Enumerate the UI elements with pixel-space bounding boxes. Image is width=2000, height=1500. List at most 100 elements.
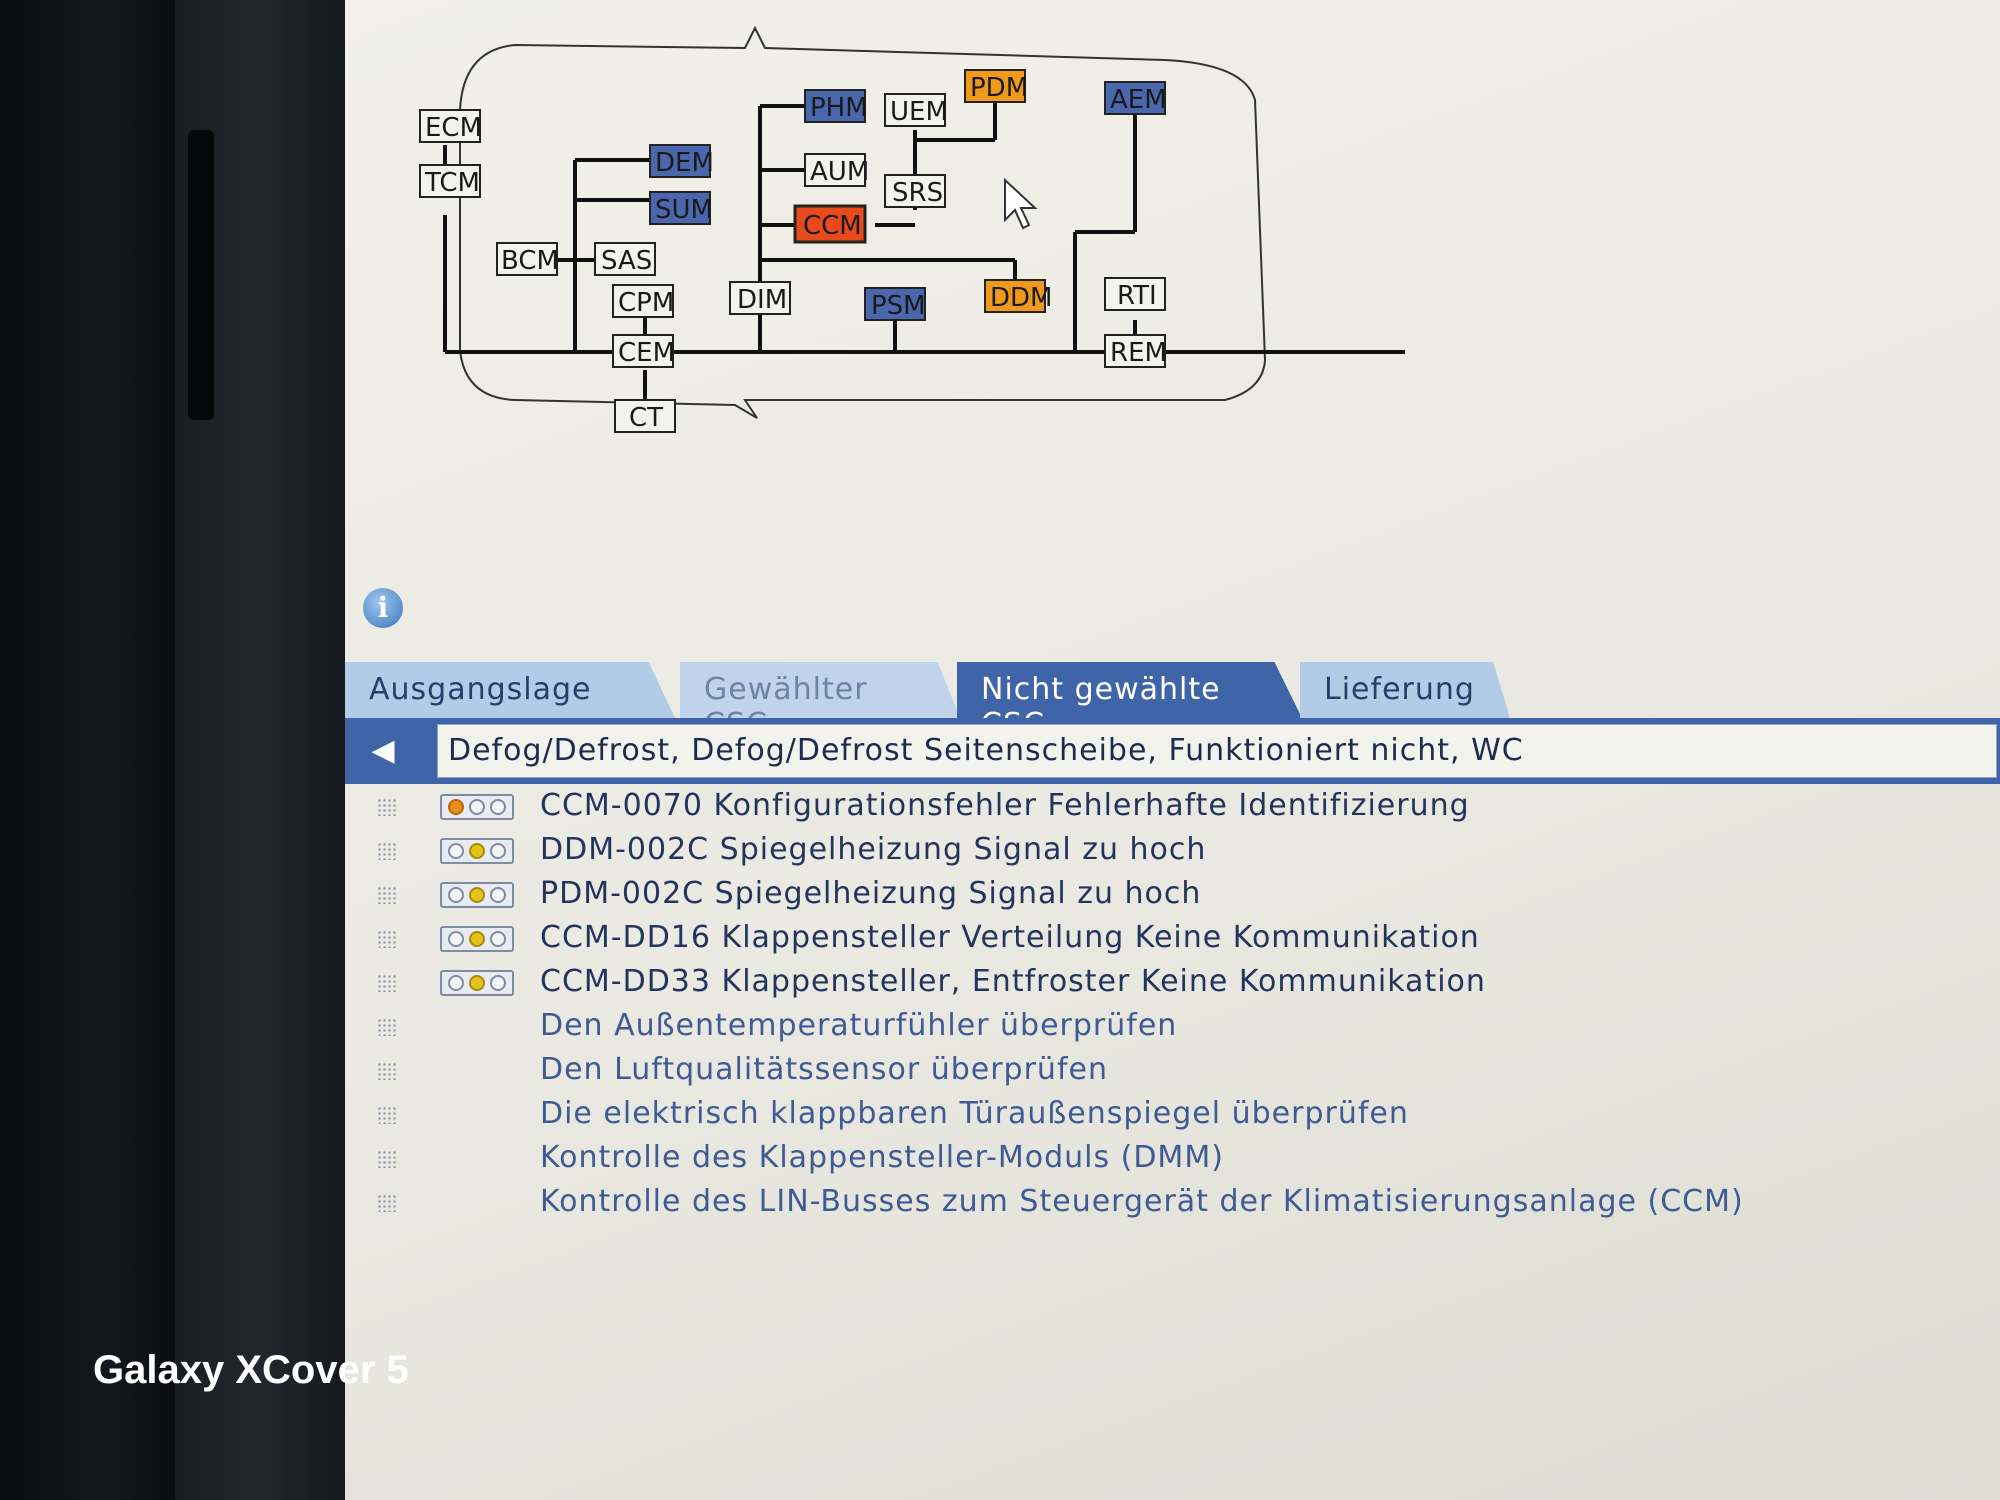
drag-handle-icon[interactable] <box>377 1194 397 1212</box>
tab-lieferung[interactable]: Lieferung <box>1300 662 1510 718</box>
status-dot-icon <box>448 975 465 991</box>
drag-handle-icon[interactable] <box>377 798 397 816</box>
status-dot-icon <box>489 799 506 815</box>
status-dot-icon <box>489 887 506 903</box>
drag-handle-icon[interactable] <box>377 1018 397 1036</box>
node-rem[interactable]: REM <box>1104 334 1167 368</box>
node-cpm-label: CPM <box>618 288 674 318</box>
chevron-left-icon: ◀ <box>371 733 395 768</box>
status-dot-icon <box>468 799 485 815</box>
node-rti[interactable]: RTI <box>1104 277 1166 311</box>
list-item-label: Kontrolle des LIN-Busses zum Steuergerät… <box>540 1184 1744 1219</box>
node-ecm[interactable]: ECM <box>419 109 482 143</box>
bezel-notch <box>188 130 214 420</box>
network-outline <box>459 25 1267 419</box>
node-uem[interactable]: UEM <box>884 93 948 127</box>
node-pdm-label: PDM <box>970 73 1028 103</box>
list-item[interactable]: Kontrolle des Klappensteller-Moduls (DMM… <box>345 1138 2000 1182</box>
list-item[interactable]: PDM-002C Spiegelheizung Signal zu hoch <box>345 874 2000 918</box>
status-dot-icon <box>489 931 506 947</box>
node-ddm[interactable]: DDM <box>984 279 1052 313</box>
camera-watermark: Galaxy XCover 5 <box>93 1348 409 1392</box>
node-psm-label: PSM <box>871 291 926 321</box>
node-srs[interactable]: SRS <box>884 174 946 208</box>
list-item-label: PDM-002C Spiegelheizung Signal zu hoch <box>540 876 1202 911</box>
node-phm[interactable]: PHM <box>804 89 868 123</box>
node-ct[interactable]: CT <box>614 399 676 433</box>
list-item-label: Kontrolle des Klappensteller-Moduls (DMM… <box>540 1140 1224 1175</box>
symptom-header: ◀ Defog/Defrost, Defog/Defrost Seitensch… <box>345 718 2000 784</box>
node-dem-label: DEM <box>655 148 714 178</box>
drag-handle-icon[interactable] <box>377 886 397 904</box>
node-dim-label: DIM <box>737 285 787 315</box>
status-dot-icon <box>448 843 465 859</box>
list-item[interactable]: Die elektrisch klappbaren Türaußenspiege… <box>345 1094 2000 1138</box>
list-item[interactable]: Den Außentemperaturfühler überprüfen <box>345 1006 2000 1050</box>
status-dot-icon <box>489 843 506 859</box>
tab-ausgangslage[interactable]: Ausgangslage <box>345 662 675 718</box>
node-cem[interactable]: CEM <box>612 334 675 368</box>
node-bcm[interactable]: BCM <box>496 242 559 276</box>
monitor-bezel <box>0 0 175 1500</box>
drag-handle-icon[interactable] <box>377 1062 397 1080</box>
node-ecm-label: ECM <box>425 113 482 143</box>
drag-handle-icon[interactable] <box>377 930 397 948</box>
node-aem-label: AEM <box>1110 85 1167 115</box>
node-cpm[interactable]: CPM <box>612 284 674 318</box>
node-pdm[interactable]: PDM <box>964 69 1028 103</box>
drag-handle-icon[interactable] <box>377 974 397 992</box>
list-item[interactable]: Den Luftqualitätssensor überprüfen <box>345 1050 2000 1094</box>
node-uem-label: UEM <box>890 97 948 127</box>
status-dot-icon <box>448 799 465 815</box>
node-sas[interactable]: SAS <box>594 242 656 276</box>
status-dot-icon <box>468 887 485 903</box>
node-sum[interactable]: SUM <box>649 191 713 225</box>
status-dot-icon <box>468 931 485 947</box>
node-dem[interactable]: DEM <box>649 144 714 178</box>
list-item[interactable]: DDM-002C Spiegelheizung Signal zu hoch <box>345 830 2000 874</box>
node-psm[interactable]: PSM <box>864 287 926 321</box>
list-item[interactable]: CCM-DD33 Klappensteller, Entfroster Kein… <box>345 962 2000 1006</box>
drag-handle-icon[interactable] <box>377 1106 397 1124</box>
node-tcm[interactable]: TCM <box>419 164 481 198</box>
list-item-label: Den Außentemperaturfühler überprüfen <box>540 1008 1178 1043</box>
drag-handle-icon[interactable] <box>377 1150 397 1168</box>
node-tcm-label: TCM <box>424 168 480 198</box>
node-rem-label: REM <box>1110 338 1167 368</box>
status-indicator <box>440 838 514 864</box>
status-dot-icon <box>448 931 465 947</box>
node-ddm-label: DDM <box>990 283 1052 313</box>
tab-nicht-gewaehlte-csc[interactable]: Nicht gewählte CSC <box>957 662 1302 718</box>
node-srs-label: SRS <box>892 178 943 208</box>
node-ccm[interactable]: CCM <box>793 204 867 244</box>
list-item-label: CCM-DD16 Klappensteller Verteilung Keine… <box>540 920 1480 955</box>
screen: ECM TCM BCM SAS DEM SUM <box>345 0 2000 1500</box>
info-icon[interactable]: i <box>363 588 403 628</box>
status-indicator <box>440 882 514 908</box>
drag-handle-icon[interactable] <box>377 842 397 860</box>
status-dot-icon <box>468 843 485 859</box>
node-rti-label: RTI <box>1117 281 1157 311</box>
network-diagram-svg: ECM TCM BCM SAS DEM SUM <box>419 25 1405 433</box>
network-diagram: ECM TCM BCM SAS DEM SUM <box>405 20 1555 560</box>
dtc-list: CCM-0070 Konfigurationsfehler Fehlerhaft… <box>345 786 2000 1226</box>
list-item[interactable]: CCM-DD16 Klappensteller Verteilung Keine… <box>345 918 2000 962</box>
back-button[interactable]: ◀ <box>353 726 413 776</box>
list-item-label: CCM-DD33 Klappensteller, Entfroster Kein… <box>540 964 1486 999</box>
node-phm-label: PHM <box>810 93 868 123</box>
list-item-label: Den Luftqualitätssensor überprüfen <box>540 1052 1108 1087</box>
node-sas-label: SAS <box>601 246 652 276</box>
mouse-cursor-icon <box>1004 177 1038 230</box>
status-indicator <box>440 926 514 952</box>
list-item[interactable]: CCM-0070 Konfigurationsfehler Fehlerhaft… <box>345 786 2000 830</box>
node-cem-label: CEM <box>618 338 675 368</box>
node-aem[interactable]: AEM <box>1104 81 1167 115</box>
status-dot-icon <box>468 975 485 991</box>
list-item-label: CCM-0070 Konfigurationsfehler Fehlerhaft… <box>540 788 1470 823</box>
tab-bar: Ausgangslage Gewählter CSC Nicht gewählt… <box>345 662 2000 718</box>
node-dim[interactable]: DIM <box>729 281 791 315</box>
node-sum-label: SUM <box>655 195 713 225</box>
node-aum[interactable]: AUM <box>804 153 869 187</box>
tab-gewaehlter-csc[interactable]: Gewählter CSC <box>680 662 960 718</box>
list-item[interactable]: Kontrolle des LIN-Busses zum Steuergerät… <box>345 1182 2000 1226</box>
